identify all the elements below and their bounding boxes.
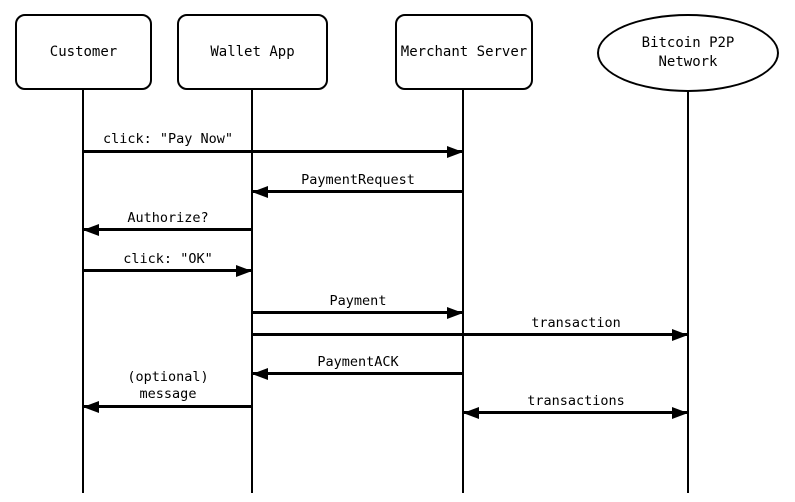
message-label-authorize: Authorize? bbox=[127, 210, 209, 226]
arrowhead-right-icon bbox=[447, 146, 463, 158]
message-label-click-ok: click: "OK" bbox=[123, 251, 213, 267]
message-label-optional-message: (optional) message bbox=[127, 369, 209, 402]
arrowhead-left-icon bbox=[83, 401, 99, 413]
participant-merchant-server: Merchant Server bbox=[395, 14, 533, 90]
participant-bitcoin-p2p-network-label: Bitcoin P2P Network bbox=[641, 35, 735, 70]
arrowhead-right-icon bbox=[672, 407, 688, 419]
arrowhead-left-icon bbox=[252, 186, 268, 198]
message-label-paymentrequest: PaymentRequest bbox=[301, 172, 415, 188]
arrowhead-left-icon bbox=[463, 407, 479, 419]
arrowhead-right-icon bbox=[236, 265, 252, 277]
arrowhead-right-icon bbox=[447, 307, 463, 319]
message-line-payment bbox=[252, 311, 463, 314]
participant-bitcoin-p2p-network: Bitcoin P2P Network bbox=[597, 14, 779, 92]
lifeline-merchant-server bbox=[462, 90, 464, 493]
lifeline-bitcoin-p2p-network bbox=[687, 91, 689, 493]
arrowhead-left-icon bbox=[83, 224, 99, 236]
lifeline-wallet-app bbox=[251, 90, 253, 493]
arrowhead-left-icon bbox=[252, 368, 268, 380]
message-line-paymentack bbox=[252, 372, 463, 375]
message-line-click-ok bbox=[83, 269, 252, 272]
message-line-transactions bbox=[463, 411, 688, 414]
message-line-transaction bbox=[252, 333, 688, 336]
participant-wallet-app: Wallet App bbox=[177, 14, 328, 90]
message-label-transaction: transaction bbox=[531, 315, 621, 331]
participant-customer: Customer bbox=[15, 14, 152, 90]
message-line-click-pay-now bbox=[83, 150, 463, 153]
arrowhead-right-icon bbox=[672, 329, 688, 341]
participant-merchant-server-label: Merchant Server bbox=[400, 44, 528, 60]
message-line-authorize bbox=[83, 228, 252, 231]
message-label-paymentack: PaymentACK bbox=[317, 354, 399, 370]
message-line-paymentrequest bbox=[252, 190, 463, 193]
participant-wallet-app-label: Wallet App bbox=[210, 44, 295, 60]
participant-customer-label: Customer bbox=[49, 44, 118, 60]
message-label-click-pay-now: click: "Pay Now" bbox=[102, 131, 234, 147]
message-line-optional-message bbox=[83, 405, 252, 408]
message-label-payment: Payment bbox=[329, 293, 387, 309]
lifeline-customer bbox=[82, 90, 84, 493]
message-label-transactions: transactions bbox=[527, 393, 625, 409]
